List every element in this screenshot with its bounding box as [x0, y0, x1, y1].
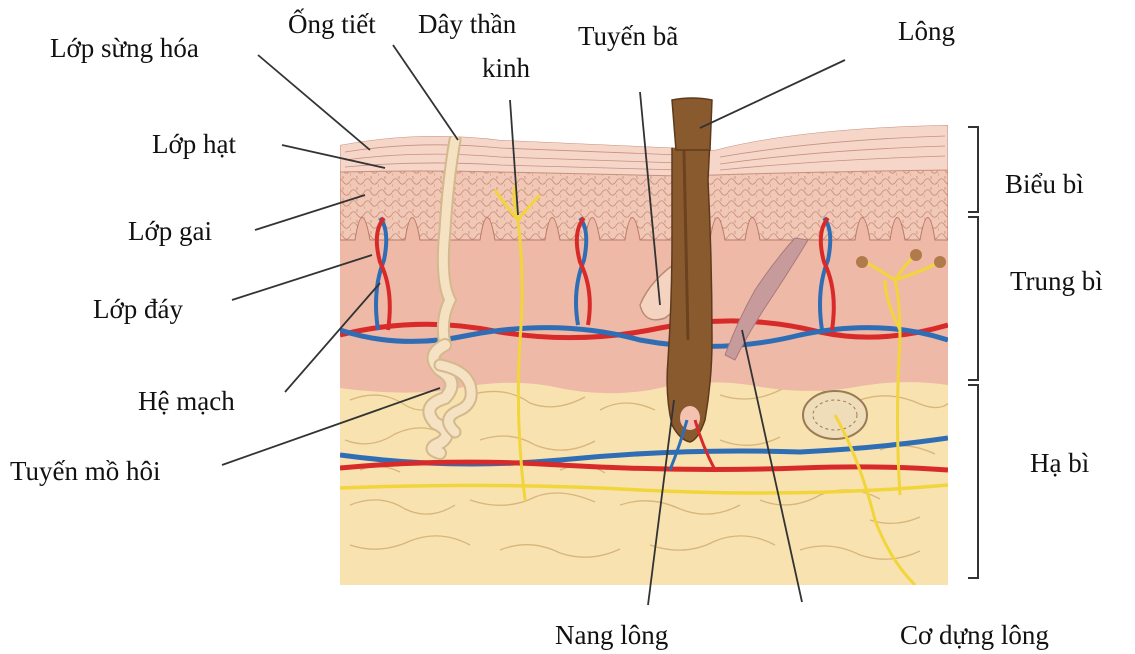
label-hypodermis: Hạ bì — [1030, 448, 1089, 478]
label-nerve-line1: Dây thần — [418, 9, 517, 39]
dermis-bracket — [968, 217, 978, 380]
label-epidermis: Biểu bì — [1005, 169, 1084, 199]
hypodermis-bracket — [968, 385, 978, 578]
label-vascular-system: Hệ mạch — [138, 386, 235, 416]
hair-shaft — [672, 98, 712, 150]
epidermis-bracket — [968, 127, 978, 212]
label-nerve-line2: kinh — [482, 53, 531, 83]
label-sweat-duct: Ống tiết — [288, 8, 376, 39]
label-stratum-spinosum: Lớp gai — [128, 216, 212, 246]
label-stratum-granulosum: Lớp hạt — [152, 129, 237, 159]
leader-sweat-duct — [393, 45, 458, 140]
label-arrector-pili: Cơ dựng lông — [900, 620, 1049, 650]
label-dermis: Trung bì — [1010, 266, 1103, 296]
leader-hair — [700, 60, 845, 128]
leader-stratum-corneum — [258, 55, 370, 150]
label-hair: Lông — [898, 16, 955, 46]
skin-cross-section — [340, 98, 950, 591]
layer-brackets — [968, 127, 978, 578]
label-stratum-corneum: Lớp sừng hóa — [50, 33, 199, 63]
label-hair-follicle: Nang lông — [555, 620, 668, 650]
label-stratum-basale: Lớp đáy — [93, 294, 184, 324]
label-sweat-gland: Tuyến mồ hôi — [10, 456, 161, 486]
label-sebaceous-gland: Tuyến bã — [578, 21, 678, 51]
